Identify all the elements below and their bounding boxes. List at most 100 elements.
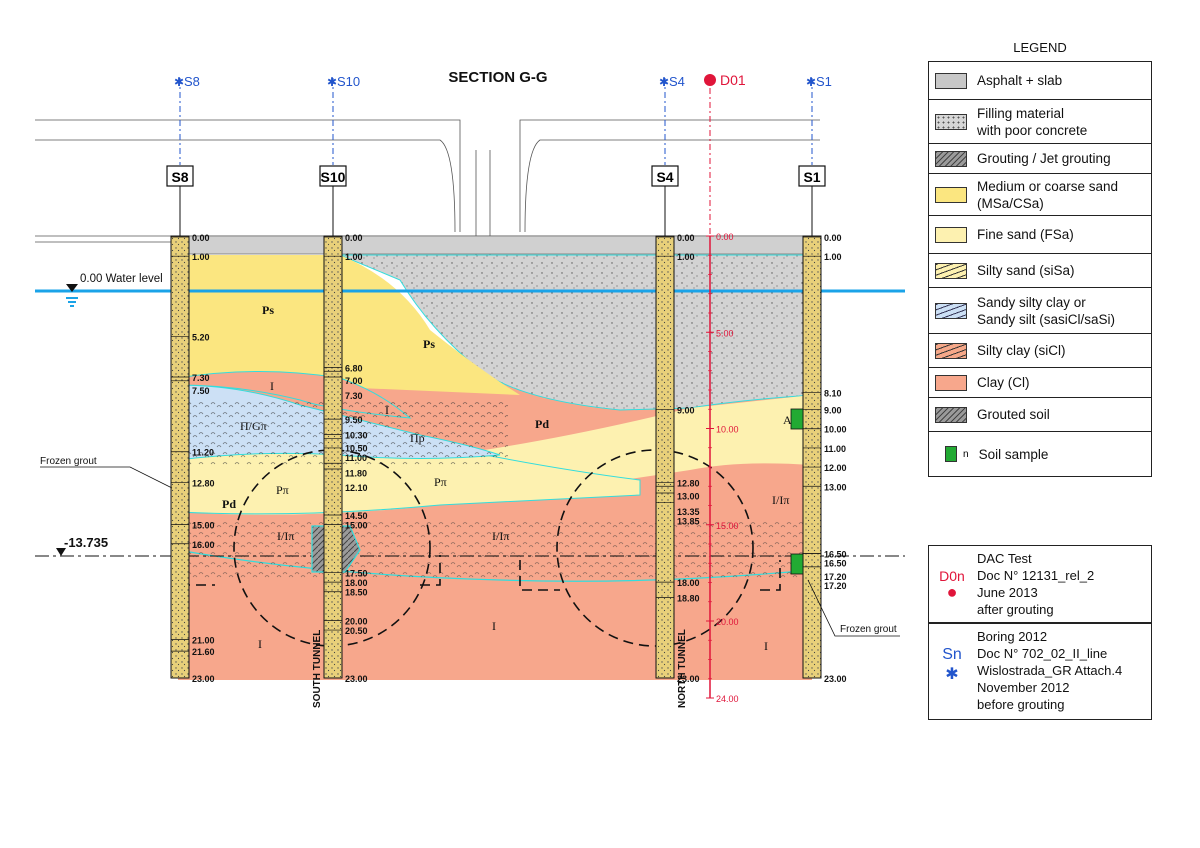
depth-label: 7.00: [345, 376, 363, 386]
depth-label: 16.00: [192, 540, 215, 550]
depth-label: 15.00: [345, 521, 368, 531]
legend-swatch: [945, 446, 957, 462]
borehole-S1: S1✱S10.001.008.109.0010.0011.0012.0013.0…: [798, 74, 847, 684]
legend-swatch: [935, 72, 967, 89]
borehole-column: [170, 235, 190, 679]
depth-label: 9.00: [677, 406, 695, 416]
depth-label: 12.00: [824, 463, 847, 473]
dac-marker: [704, 74, 716, 86]
boring-note: Sn ✱ Boring 2012 Doc N° 702_02_II_line W…: [928, 623, 1152, 720]
borehole-box-label: S1: [803, 169, 820, 185]
borehole-box-label: S10: [321, 169, 346, 185]
depth-label: 18.00: [345, 578, 368, 588]
borehole-column: [802, 235, 822, 679]
legend-item: Sandy silty clay or Sandy silt (sasiCl/s…: [929, 288, 1151, 334]
red-dot-icon: ●: [946, 582, 958, 602]
layer-label: I: [385, 403, 389, 417]
borehole-column: [655, 235, 675, 679]
layer-label: I: [258, 637, 262, 651]
layer-label: Πp: [410, 431, 425, 445]
depth-label: 20.50: [345, 626, 368, 636]
dac-tick-label: 20.00: [716, 617, 739, 627]
depth-label: 18.00: [677, 578, 700, 588]
legend-label: Filling material with poor concrete: [977, 105, 1088, 138]
depth-label: 12.80: [192, 478, 215, 488]
depth-label: 13.85: [677, 517, 700, 527]
depth-label: 17.20: [824, 572, 847, 582]
depth-label: 7.30: [345, 391, 363, 401]
depth-label: 23.00: [824, 674, 847, 684]
legend-label: Fine sand (FSa): [977, 227, 1074, 242]
legend-label: Asphalt + slab: [977, 73, 1063, 88]
legend-item: Filling material with poor concrete: [929, 100, 1151, 144]
layer-label: Ps: [262, 303, 274, 317]
depth-label: 13.00: [824, 482, 847, 492]
layer-label: Pd: [535, 417, 549, 431]
legend-item: Grouted soil: [929, 398, 1151, 432]
layer-label: Π/Gπ: [240, 419, 267, 433]
legend-item: Clay (Cl): [929, 368, 1151, 398]
depth-label: 11.00: [345, 453, 367, 463]
depth-label: 1.00: [192, 252, 210, 262]
dac-symbol: D0n ●: [929, 546, 975, 602]
legend-item: Silty sand (siSa): [929, 254, 1151, 288]
asterisk-icon: ✱: [945, 666, 959, 683]
legend-label: Silty sand (siSa): [977, 263, 1075, 278]
layer-label: I/Iπ: [277, 529, 294, 543]
asterisk-icon: ✱: [327, 75, 337, 89]
legend-item: Silty clay (siCl): [929, 334, 1151, 368]
fill-layer: [339, 254, 813, 411]
borehole-top-label: S10: [337, 74, 360, 89]
legend-swatch: [935, 374, 967, 391]
sample-marker-label: n: [963, 448, 969, 460]
depth-label: 13.00: [677, 491, 700, 501]
depth-label: 6.80: [345, 363, 363, 373]
boring-symbol: Sn ✱: [929, 624, 975, 684]
legend-label: Grouting / Jet grouting: [977, 151, 1111, 166]
soil-sample-marker: [790, 408, 804, 430]
frozen-grout-label-right: Frozen grout: [840, 624, 897, 635]
legend-item: Medium or coarse sand (MSa/CSa): [929, 174, 1151, 216]
depth-label: 7.30: [192, 373, 210, 383]
legend-swatch: [935, 342, 967, 359]
frozen-grout-annotations: Frozen grout Frozen grout: [40, 456, 900, 637]
depth-label: 11.80: [345, 468, 367, 478]
legend-swatch: [935, 262, 967, 279]
borehole-S10: S10✱S100.001.006.807.007.309.5010.3010.5…: [319, 74, 368, 684]
soil-sample-marker: [790, 553, 804, 575]
depth-label: 18.50: [345, 588, 368, 598]
depth-label: 23.00: [192, 674, 215, 684]
borehole-top-label: S1: [816, 74, 832, 89]
legend-item: Fine sand (FSa): [929, 216, 1151, 254]
borehole-top-label: S4: [669, 74, 685, 89]
layer-label: Pπ: [434, 475, 447, 489]
depth-label: 23.00: [677, 674, 700, 684]
layer-label: Ps: [423, 337, 435, 351]
south-tunnel-label: SOUTH TUNNEL: [312, 630, 323, 708]
depth-label: 10.30: [345, 430, 368, 440]
depth-label: 15.00: [192, 521, 215, 531]
dac-tick-label: 0.00: [716, 232, 734, 242]
depth-label: 18.80: [677, 593, 700, 603]
layer-label: A: [783, 413, 792, 427]
depth-label: 9.50: [345, 415, 363, 425]
depth-label: 0.00: [824, 233, 842, 243]
depth-label: 1.00: [677, 252, 695, 262]
depth-label: 8.10: [824, 388, 842, 398]
depth-label: 16.50: [824, 549, 847, 559]
legend-label: Clay (Cl): [977, 375, 1030, 390]
layer-label: I: [492, 619, 496, 633]
depth-label: 10.00: [824, 425, 847, 435]
dac-tick-label: 24.00: [716, 694, 739, 704]
depth-label: 11.00: [824, 444, 846, 454]
borehole-column: [323, 235, 343, 679]
depth-label: 14.50: [345, 511, 368, 521]
legend-label: Grouted soil: [977, 407, 1050, 422]
legend-label: Sandy silty clay or Sandy silt (sasiCl/s…: [977, 294, 1116, 327]
legend-swatch: [935, 406, 967, 423]
depth-label: 21.60: [192, 647, 215, 657]
